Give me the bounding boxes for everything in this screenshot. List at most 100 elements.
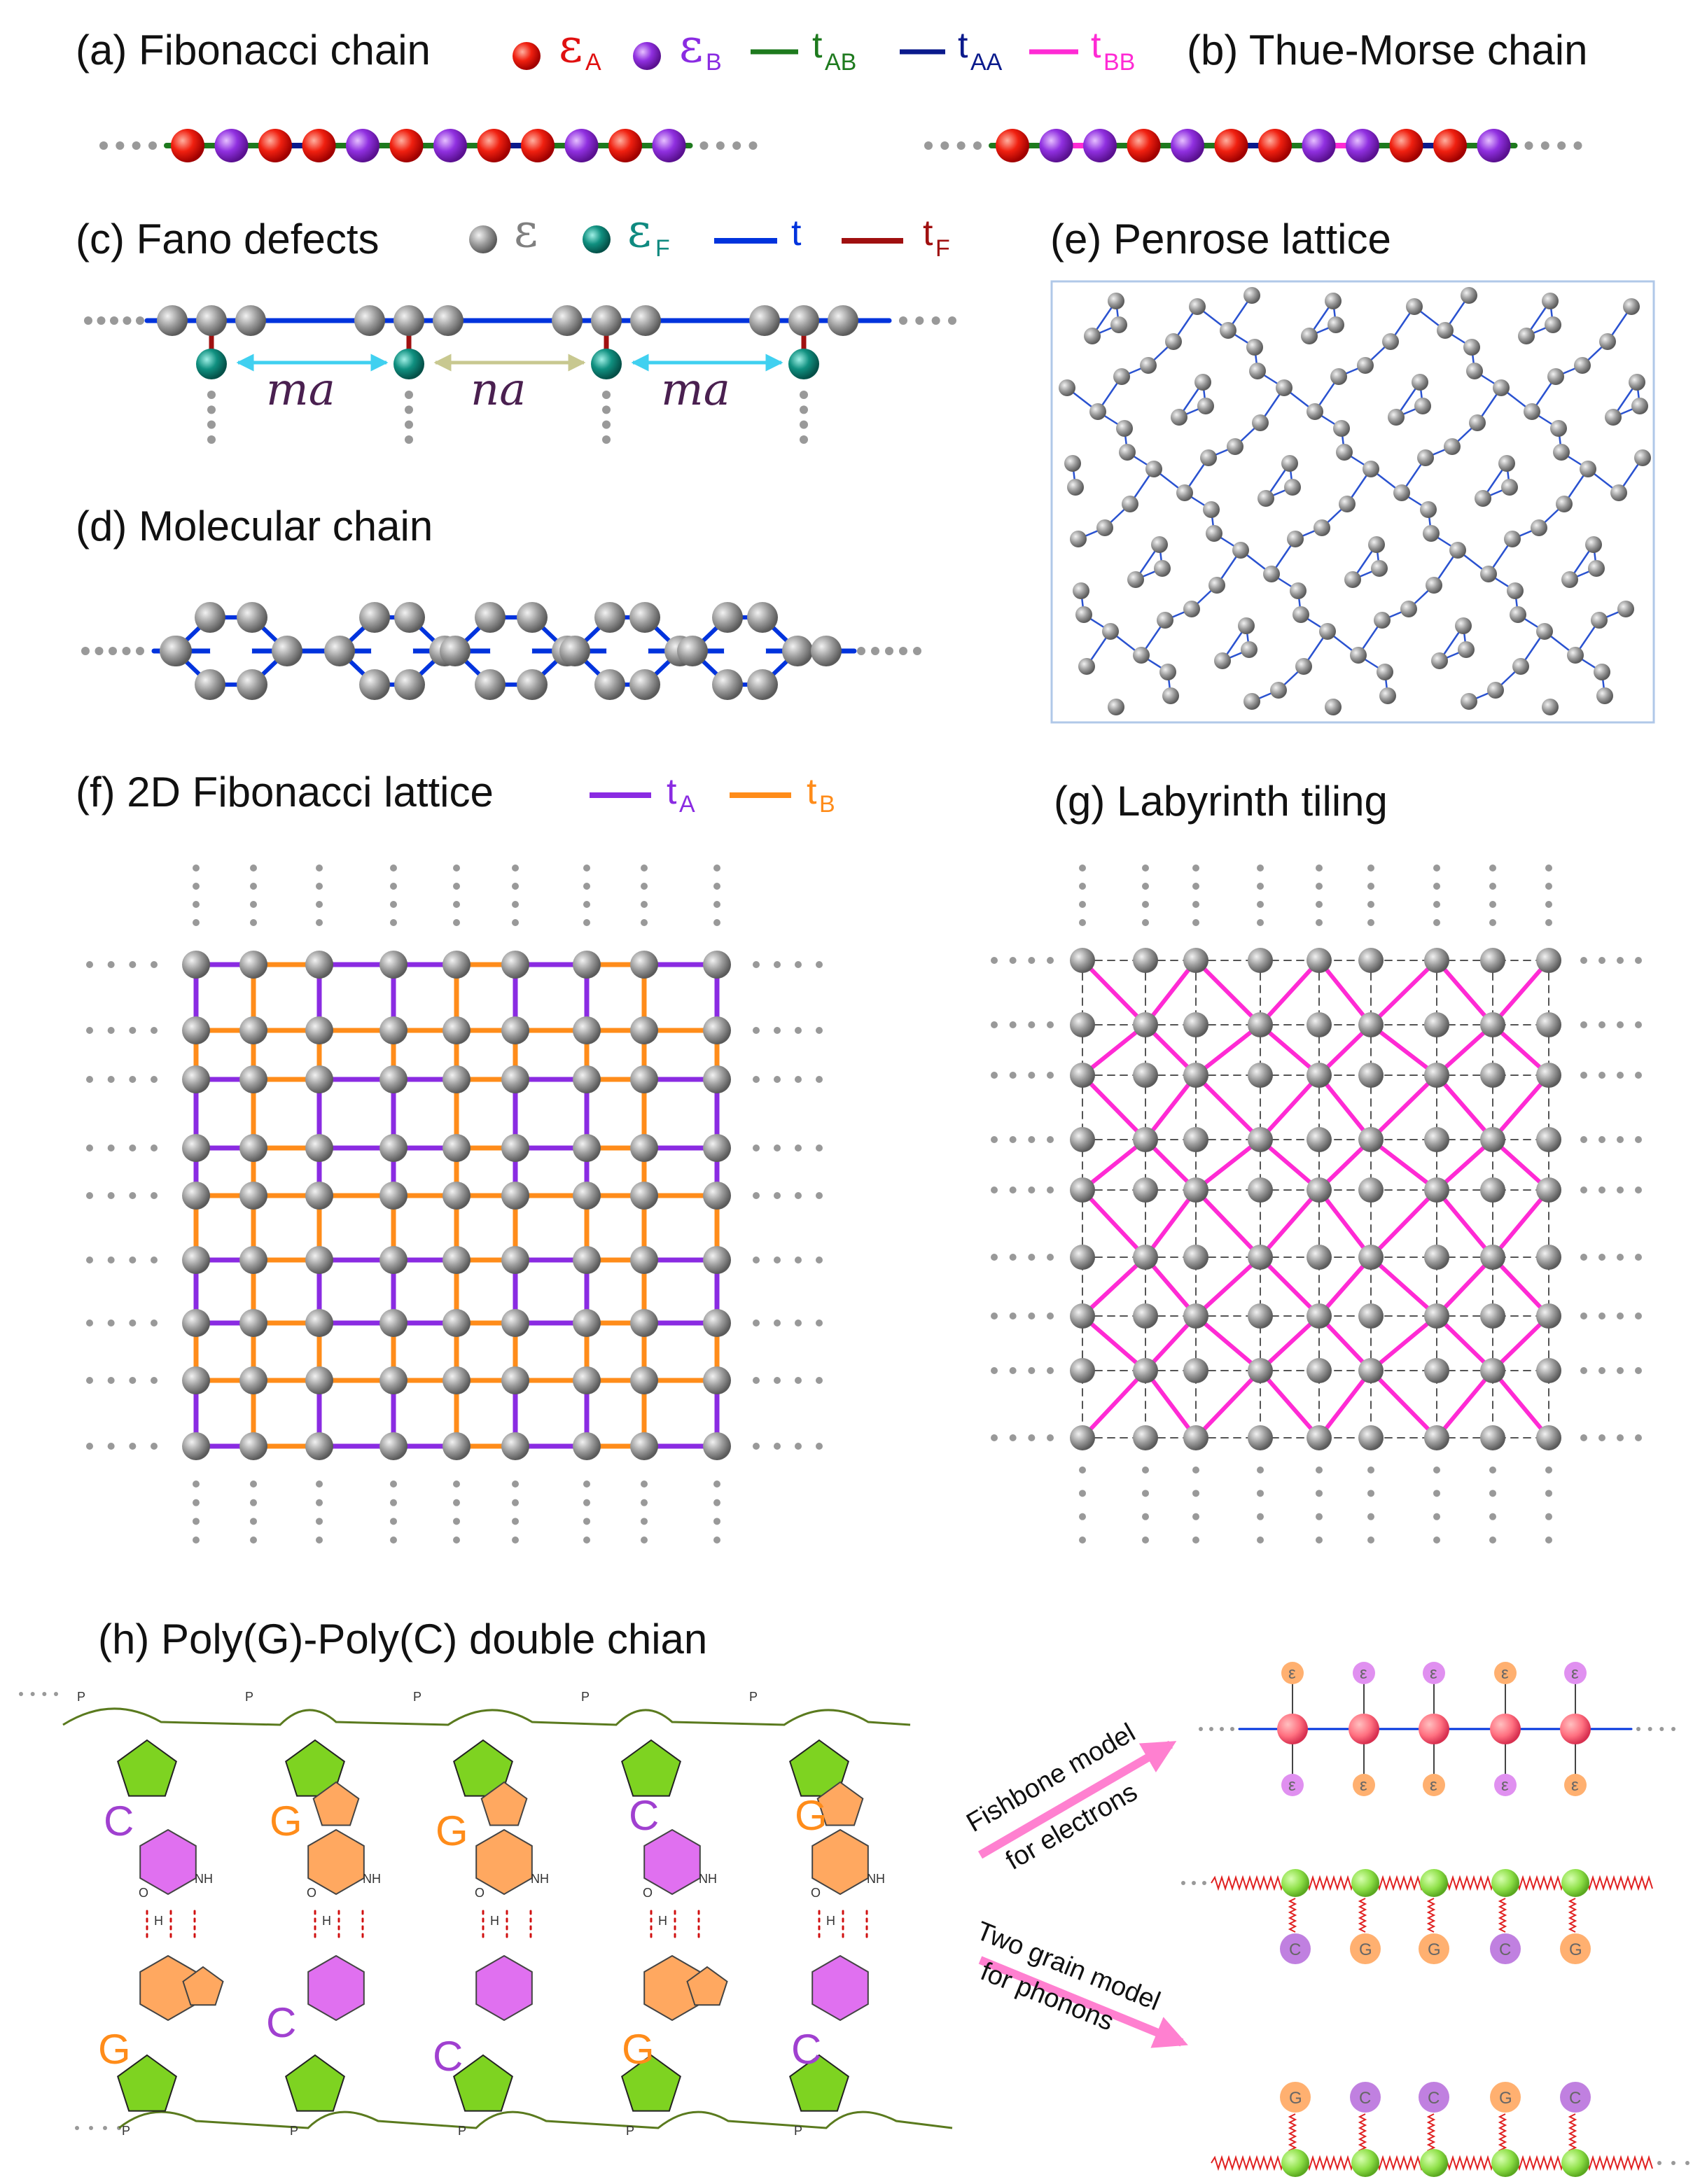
- ellipsis-dot: [86, 1076, 93, 1083]
- ellipsis-dot: [774, 1144, 781, 1152]
- ellipsis-dot: [885, 647, 893, 655]
- penrose-atom: [1545, 316, 1561, 333]
- ellipsis-dot: [1047, 1186, 1054, 1194]
- ellipsis-dot: [1257, 864, 1264, 872]
- lattice-atom: [379, 1366, 407, 1394]
- grain-backbone-mass: [1561, 1869, 1589, 1897]
- top-sugar: [285, 1739, 345, 1797]
- penrose-atom: [1504, 531, 1521, 547]
- molecule-atom: [272, 636, 302, 666]
- ellipsis-dot: [1580, 1072, 1587, 1079]
- legend-eps-b-sub: B: [706, 49, 722, 76]
- ellipsis-dot: [1617, 1254, 1624, 1261]
- penrose-atom: [1412, 374, 1428, 391]
- ellipsis-dot: [151, 1192, 158, 1199]
- ellipsis-dot: [390, 1480, 397, 1488]
- diagonal-bond: [1143, 1073, 1198, 1142]
- penrose-atom: [1466, 363, 1483, 379]
- ellipsis-dot: [795, 1027, 802, 1034]
- ellipsis-dot: [774, 1377, 781, 1384]
- ellipsis-dot: [207, 420, 216, 429]
- phosphate-label: P: [458, 2124, 466, 2138]
- penrose-atom: [1542, 293, 1559, 309]
- ellipsis-dot: [453, 864, 460, 872]
- labyrinth-atom: [1248, 1303, 1273, 1329]
- ellipsis-dot: [583, 1480, 590, 1488]
- ellipsis-dot: [713, 883, 720, 890]
- penrose-atom: [1252, 414, 1269, 431]
- labyrinth-atom: [1307, 1012, 1332, 1037]
- penrose-atom: [1227, 438, 1243, 455]
- base-letters: C G G C G G C C G C: [98, 1792, 828, 2080]
- grain-backbone-mass: [1351, 2149, 1379, 2177]
- molecular-chain: [81, 602, 921, 700]
- phosphate-label: P: [77, 1690, 85, 1704]
- diagonal-bond: [1369, 1368, 1439, 1440]
- fibonacci-chain: [99, 129, 758, 162]
- panel-d-title: (d) Molecular chain: [76, 503, 433, 550]
- penrose-atom: [1420, 501, 1437, 518]
- chain-site-A: [171, 129, 204, 162]
- penrose-atom: [1197, 398, 1214, 414]
- ellipsis-dot: [405, 391, 413, 399]
- molecule-atom: [475, 669, 506, 700]
- bottom-backbone: [118, 2110, 953, 2129]
- legend-eps-f-ball: [583, 225, 611, 253]
- ellipsis-dot: [132, 141, 141, 150]
- ellipsis-dot: [107, 961, 115, 968]
- lattice-atom: [703, 1065, 731, 1093]
- labyrinth-atom: [1133, 1425, 1158, 1450]
- labyrinth-atom: [1424, 948, 1449, 973]
- molecule-atom: [195, 669, 225, 700]
- ellipsis-dot: [1647, 1727, 1652, 1731]
- labyrinth-atom: [1536, 1358, 1561, 1383]
- labyrinth-atom: [1248, 1063, 1273, 1088]
- chem-label: NH: [195, 1872, 213, 1886]
- ellipsis-dot: [1192, 883, 1199, 890]
- lattice-atom: [239, 1065, 267, 1093]
- ellipsis-dot: [1657, 2161, 1661, 2165]
- ellipsis-dot: [1545, 864, 1552, 872]
- chain-site-A: [1258, 129, 1292, 162]
- bottom-sugar: [621, 2054, 681, 2112]
- ellipsis-dot: [732, 141, 741, 150]
- labyrinth-atom: [1536, 1425, 1561, 1450]
- penrose-atom: [1437, 322, 1454, 339]
- ellipsis-dot: [1598, 1367, 1605, 1374]
- ellipsis-dot: [602, 420, 611, 429]
- lattice-atom: [501, 1016, 529, 1044]
- lattice-atom: [630, 1309, 658, 1337]
- ellipsis-dot: [250, 883, 257, 890]
- penrose-atom: [1295, 658, 1312, 675]
- ellipsis-dot: [816, 1443, 823, 1450]
- ellipsis-dot: [390, 883, 397, 890]
- chain-site-A: [1433, 129, 1467, 162]
- ellipsis-dot: [250, 864, 257, 872]
- ellipsis-dot: [713, 901, 720, 908]
- diagonal-bond: [1080, 1138, 1148, 1192]
- ellipsis-dot: [641, 919, 648, 926]
- labyrinth-atom: [1424, 1303, 1449, 1329]
- ellipsis-dot: [193, 1480, 200, 1488]
- ellipsis-dot: [1142, 883, 1149, 890]
- fishbone-top-site: [1564, 1662, 1587, 1684]
- ellipsis-dot: [641, 1536, 648, 1544]
- chain-site-A: [389, 129, 424, 162]
- diagonal-bond: [1258, 1138, 1321, 1192]
- fano-defect-atom: [196, 349, 227, 379]
- lattice-atom: [305, 1246, 333, 1274]
- penrose-atom: [1113, 368, 1130, 385]
- penrose-atom: [1480, 566, 1497, 582]
- fishbone-top-label: ε: [1571, 1664, 1579, 1683]
- ellipsis-dot: [1580, 1021, 1587, 1028]
- host-atom: [235, 305, 266, 336]
- vertical-spring: [1426, 2113, 1436, 2154]
- grain-backbone-mass: [1351, 1869, 1379, 1897]
- ellipsis-dot: [583, 1518, 590, 1525]
- lattice-atom: [443, 1432, 471, 1460]
- fishbone-bottom-site: [1423, 1774, 1445, 1796]
- ellipsis-dot: [193, 1518, 200, 1525]
- chain-site-B: [652, 129, 686, 162]
- host-atom: [828, 305, 858, 336]
- legend-t-ab-sub: AB: [825, 49, 856, 76]
